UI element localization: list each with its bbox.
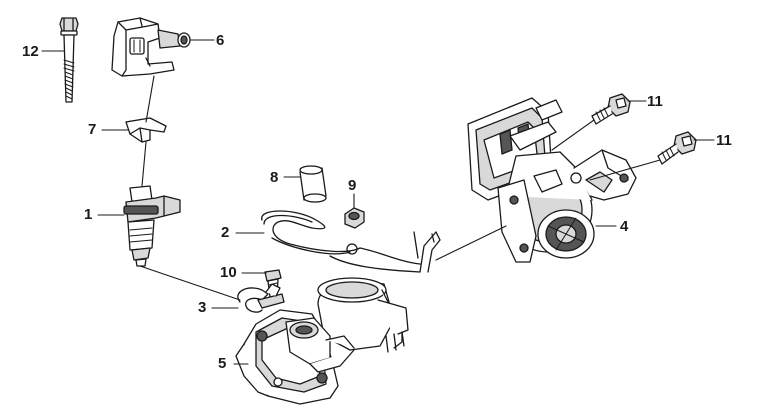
- part-2-spring-clip: [261, 210, 441, 273]
- callout-3: 3: [198, 299, 207, 316]
- callout-10: 10: [220, 264, 237, 281]
- part-3-hose-clamp: [237, 283, 285, 313]
- callout-12: 12: [22, 43, 39, 60]
- part-6-injector-cap: [111, 17, 191, 77]
- part-8-sleeve: [299, 165, 327, 203]
- part-4-throttle-body: [467, 97, 637, 263]
- part-11-bolt-upper: [591, 93, 631, 125]
- callout-9: 9: [348, 177, 357, 194]
- part-1-fuel-injector: [123, 185, 181, 267]
- callout-11-lower: 11: [716, 132, 732, 149]
- callout-4: 4: [620, 218, 629, 235]
- part-7-clip: [125, 117, 167, 143]
- part-5-intake-manifold: [235, 277, 409, 405]
- callout-8: 8: [270, 169, 279, 186]
- part-11-bolt-lower: [657, 131, 697, 165]
- part-12-bolt: [59, 17, 79, 103]
- part-9-nut: [344, 207, 365, 229]
- callout-1: 1: [84, 206, 93, 223]
- leader-lines: [41, 39, 715, 365]
- callout-7: 7: [88, 121, 97, 138]
- callout-11-upper: 11: [647, 93, 663, 110]
- assembly-lines: [139, 75, 661, 301]
- callout-6: 6: [216, 32, 225, 49]
- callout-5: 5: [218, 355, 227, 372]
- callout-2: 2: [221, 224, 230, 241]
